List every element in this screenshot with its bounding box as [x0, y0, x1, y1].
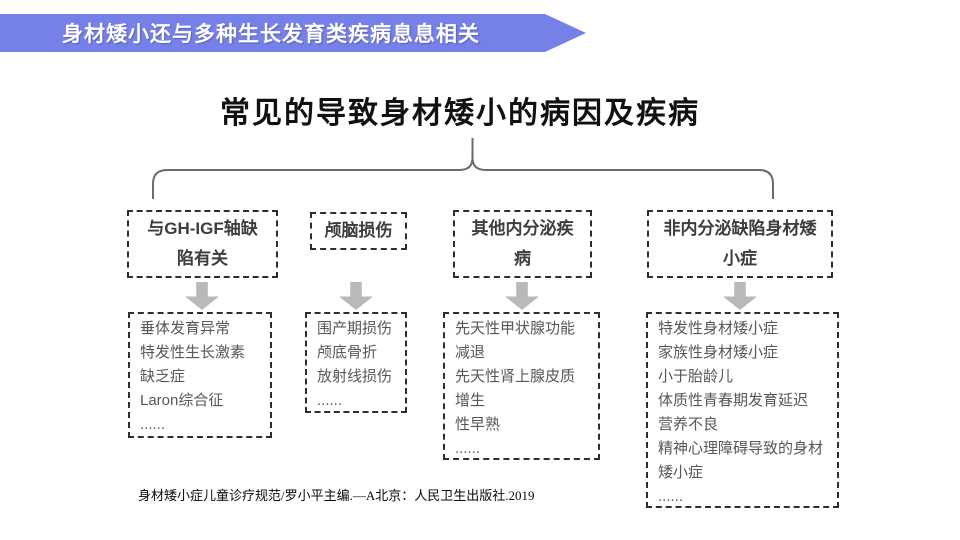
text-line: 与GH-IGF轴缺: [147, 219, 258, 238]
text-line: 小于胎龄儿: [658, 368, 734, 385]
text-line: ......: [455, 440, 481, 457]
text-line: 增生: [455, 392, 486, 409]
text-line: 矮小症: [658, 464, 704, 481]
text-line: 颅脑损伤: [324, 221, 393, 240]
text-line: ......: [658, 488, 684, 505]
text-line: 先天性甲状腺功能: [455, 320, 576, 337]
category-box-non-endocrine: 非内分泌缺陷身材矮小症: [647, 210, 833, 278]
text-line: 放射线损伤: [317, 368, 393, 385]
text-line: 特发性身材矮小症: [658, 320, 779, 337]
detail-box-brain-injury: 围产期损伤颅底骨折放射线损伤......: [305, 312, 407, 413]
text-line: 颅底骨折: [317, 344, 378, 361]
header-banner: 身材矮小还与多种生长发育类疾病息息相关: [0, 14, 586, 52]
page-title: 常见的导致身材矮小的病因及疾病: [220, 97, 700, 130]
text-line: 精神心理障碍导致的身材: [658, 440, 824, 457]
text-line: 围产期损伤: [317, 320, 393, 337]
category-box-gh-igf-axis: 与GH-IGF轴缺陷有关: [127, 210, 278, 278]
text-line: 家族性身材矮小症: [658, 344, 779, 361]
text-line: 病: [514, 249, 531, 268]
detail-box-other-endocrine: 先天性甲状腺功能减退先天性肾上腺皮质增生性早熟......: [443, 312, 600, 460]
text-line: 非内分泌缺陷身材矮: [663, 219, 817, 238]
detail-box-gh-igf-axis: 垂体发育异常特发性生长激素缺乏症 Laron综合征......: [128, 312, 272, 438]
text-line: ......: [317, 392, 343, 409]
header-banner-title: 身材矮小还与多种生长发育类疾病息息相关: [62, 23, 480, 46]
text-line: Laron综合征: [140, 392, 224, 409]
down-arrow-icon: [723, 282, 757, 310]
category-box-brain-injury: 颅脑损伤: [310, 212, 407, 250]
text-line: 小症: [723, 249, 757, 268]
down-arrow-icon: [185, 282, 219, 310]
citation-text: 身材矮小症儿童诊疗规范/罗小平主编.—A北京：人民卫生出版社.2019: [138, 488, 535, 503]
text-line: 减退: [455, 344, 486, 361]
text-line: 性早熟: [455, 416, 501, 433]
text-line: 体质性青春期发育延迟: [658, 392, 809, 409]
text-line: ......: [140, 416, 166, 433]
text-line: 特发性生长激素: [140, 344, 246, 361]
text-line: 其他内分泌疾: [471, 219, 574, 238]
text-line: 陷有关: [177, 249, 228, 268]
text-line: 缺乏症: [140, 368, 186, 385]
detail-box-non-endocrine: 特发性身材矮小症家族性身材矮小症小于胎龄儿体质性青春期发育延迟营养不良精神心理障…: [646, 312, 839, 508]
text-line: 营养不良: [658, 416, 719, 433]
text-line: 垂体发育异常: [140, 320, 231, 337]
text-line: 先天性肾上腺皮质: [455, 368, 576, 385]
down-arrow-icon: [505, 282, 539, 310]
category-box-other-endocrine: 其他内分泌疾病: [453, 210, 592, 278]
down-arrow-icon: [339, 282, 373, 310]
